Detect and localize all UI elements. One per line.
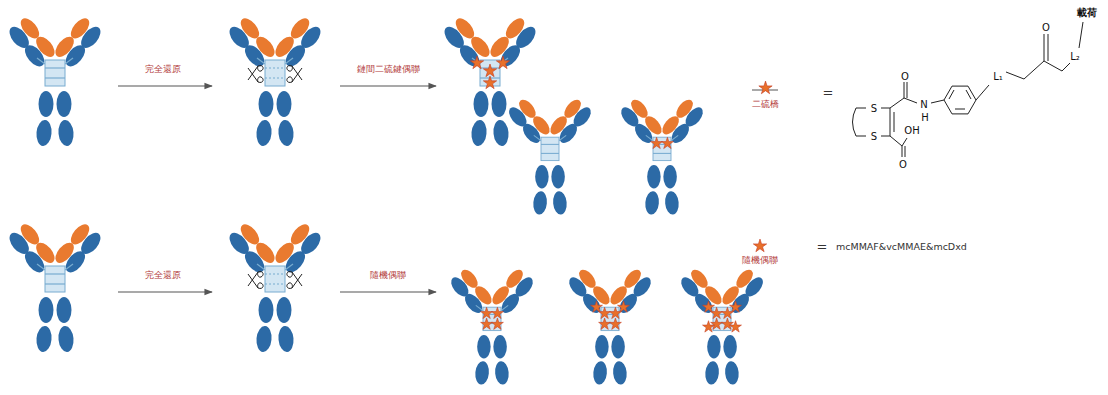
bond [944, 86, 976, 114]
linker-label: L₁ [992, 71, 1004, 82]
legend-item: 二硫橋 [752, 80, 779, 110]
atom-label: OH [903, 125, 920, 136]
atom-label: O [900, 71, 910, 82]
arrow [118, 291, 212, 292]
arrow [340, 85, 436, 86]
chemical-structure [853, 22, 1084, 157]
antibody [6, 15, 104, 147]
antibody [6, 221, 104, 353]
bond [890, 136, 902, 146]
arrow-label: 鏈間二硫鍵偶聯 [357, 65, 420, 75]
arrow-label: 完全還原 [145, 65, 181, 75]
bond [894, 112, 895, 132]
bond [907, 82, 908, 98]
bond [902, 138, 907, 146]
payload-label: 載荷 [1077, 7, 1097, 18]
antibody [566, 266, 655, 385]
drug-linker-list: mcMMAF&vcMMAE&mcDxd [836, 242, 967, 252]
atom-label: N [919, 99, 928, 110]
bond [905, 146, 906, 157]
legend-text: 隨機偶聯 [742, 256, 778, 266]
arrow-label: 完全還原 [145, 271, 181, 281]
atom-label: S [870, 103, 878, 114]
bond [955, 109, 965, 110]
bond [931, 100, 944, 103]
atom-label: O [898, 159, 908, 170]
bond [853, 108, 867, 136]
bond [1006, 61, 1044, 79]
atom-label: S [870, 131, 878, 142]
bond [902, 146, 903, 157]
arrow [340, 291, 436, 292]
bond [1048, 34, 1049, 61]
antibody [448, 266, 537, 385]
antibody [678, 266, 767, 385]
bond [1044, 61, 1070, 71]
equals-sign: = [817, 240, 828, 254]
bond [890, 98, 904, 108]
legend-text: 二硫橋 [752, 100, 779, 110]
linker-label: L₂ [1069, 51, 1081, 62]
antibody [226, 15, 324, 147]
bond [949, 90, 954, 99]
bond [966, 90, 971, 99]
atom-label: H [920, 112, 930, 123]
antibody [618, 96, 707, 215]
bond [881, 136, 890, 137]
antibody [506, 96, 595, 215]
arrow-label: 隨機偶聯 [370, 271, 406, 281]
atom-label: O [1041, 22, 1051, 33]
bond [881, 108, 890, 109]
legend-item: 隨機偶聯 [742, 238, 778, 266]
legend-swatch [757, 80, 773, 96]
bond [1044, 34, 1045, 61]
equals-sign: = [823, 86, 834, 100]
legend-swatch [752, 238, 768, 254]
antibody [226, 221, 324, 353]
bond [976, 85, 989, 100]
bond [1079, 22, 1083, 48]
arrow [118, 85, 212, 86]
bond [890, 108, 891, 136]
bond [904, 82, 905, 98]
bond [904, 98, 917, 103]
